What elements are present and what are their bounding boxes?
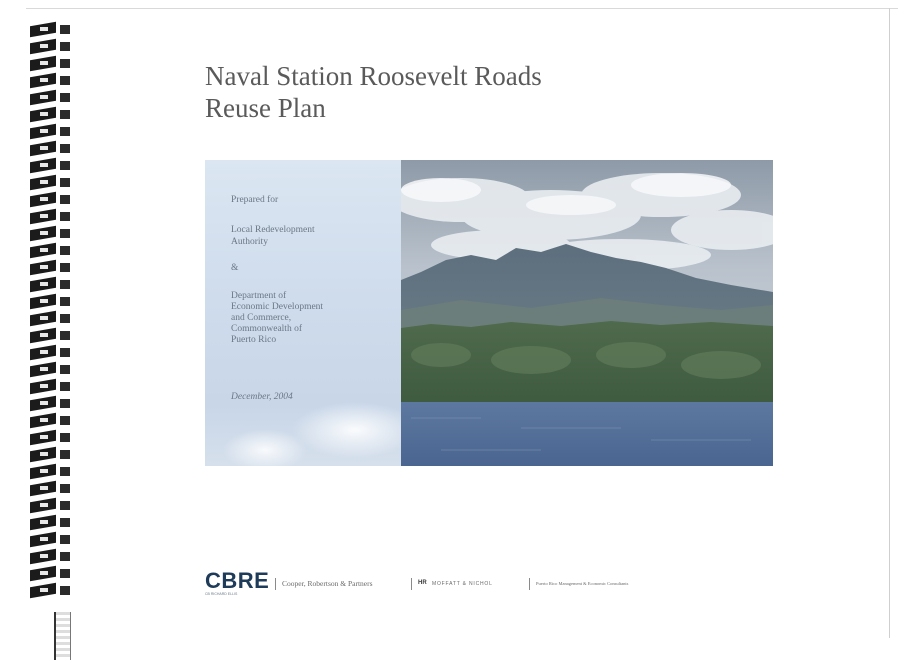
partner-prmec: Puerto Rico Management & Economic Consul… xyxy=(536,581,629,586)
prepared-for-label: Prepared for xyxy=(231,195,279,205)
dept-line3: and Commerce, xyxy=(231,313,292,323)
footer-divider xyxy=(411,578,412,590)
binding-coil xyxy=(24,259,76,276)
landscape-photo-icon xyxy=(401,160,773,466)
binding-spine-end xyxy=(54,612,71,660)
binding-coil xyxy=(24,582,76,599)
binding-coil xyxy=(24,89,76,106)
binding-coil xyxy=(24,531,76,548)
scan-edge-top xyxy=(26,8,898,9)
publication-date: December, 2004 xyxy=(231,392,293,402)
cbre-logo: CBRE xyxy=(205,568,270,593)
binding-coil xyxy=(24,480,76,497)
binding-coil xyxy=(24,38,76,55)
binding-coil xyxy=(24,497,76,514)
cbre-logo-subtitle: CB RICHARD ELLIS xyxy=(205,592,238,596)
binding-coil xyxy=(24,429,76,446)
partner-logos-footer: CBRE CB RICHARD ELLIS Cooper, Robertson … xyxy=(205,570,805,600)
scan-edge-right xyxy=(889,8,890,638)
binding-coil xyxy=(24,106,76,123)
binding-coil xyxy=(24,140,76,157)
lra-line1: Local Redevelopment xyxy=(231,225,315,235)
binding-coil xyxy=(24,548,76,565)
landscape-photo xyxy=(401,160,773,466)
forest-shore xyxy=(401,321,773,406)
binding-coil xyxy=(24,123,76,140)
binding-coil xyxy=(24,463,76,480)
binding-coil xyxy=(24,412,76,429)
partner-cooper-robertson: Cooper, Robertson & Partners xyxy=(282,579,373,588)
binding-coil xyxy=(24,344,76,361)
binding-coil xyxy=(24,157,76,174)
prepared-for-panel: Prepared for Local Redevelopment Authori… xyxy=(205,160,401,466)
binding-coil xyxy=(24,514,76,531)
ampersand: & xyxy=(231,263,239,273)
binding-coil xyxy=(24,310,76,327)
binding-coil xyxy=(24,395,76,412)
binding-coil xyxy=(24,191,76,208)
binding-coil xyxy=(24,293,76,310)
report-title-line2: Reuse Plan xyxy=(205,93,326,123)
binding-coil xyxy=(24,242,76,259)
binding-coil xyxy=(24,327,76,344)
binding-coil xyxy=(24,565,76,582)
binding-coil xyxy=(24,378,76,395)
binding-coil xyxy=(24,225,76,242)
moffatt-nichol-logo-mark: HR xyxy=(418,580,427,586)
partner-moffatt-nichol: MOFFATT & NICHOL xyxy=(432,581,493,587)
binding-coil xyxy=(24,72,76,89)
footer-divider xyxy=(275,578,276,590)
report-title: Naval Station Roosevelt Roads Reuse Plan xyxy=(205,60,705,124)
dept-line5: Puerto Rico xyxy=(231,335,277,345)
report-title-line1: Naval Station Roosevelt Roads xyxy=(205,61,542,91)
binding-coil xyxy=(24,446,76,463)
lra-line2: Authority xyxy=(231,237,268,247)
binding-coil xyxy=(24,361,76,378)
binding-coil xyxy=(24,21,76,38)
binding-coil xyxy=(24,174,76,191)
binding-coil xyxy=(24,55,76,72)
dept-line1: Department of xyxy=(231,291,287,301)
footer-divider xyxy=(529,578,530,590)
dept-line2: Economic Development xyxy=(231,302,324,312)
binding-coil xyxy=(24,208,76,225)
spiral-binding xyxy=(24,21,80,660)
dept-line4: Commonwealth of xyxy=(231,324,302,334)
binding-coil xyxy=(24,276,76,293)
report-cover-page: Naval Station Roosevelt Roads Reuse Plan… xyxy=(24,8,898,660)
bay-water xyxy=(401,402,773,466)
